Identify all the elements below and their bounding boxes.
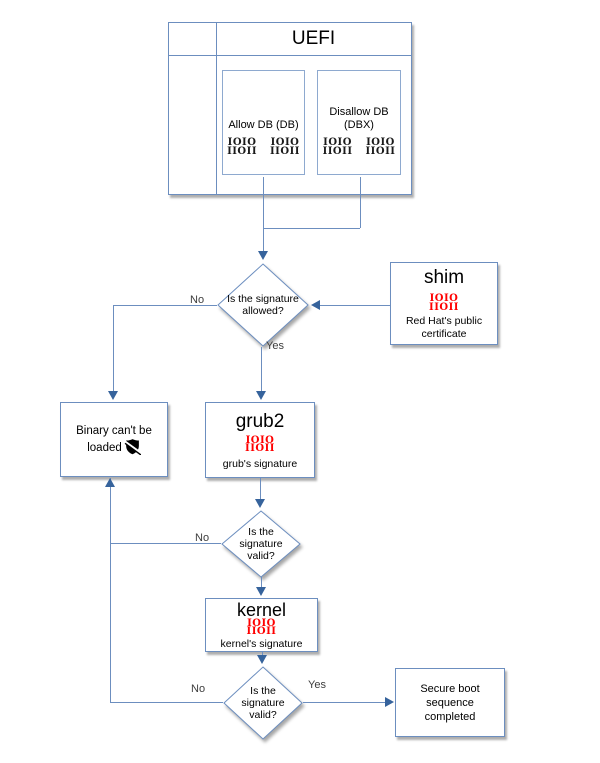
diamond-shape [223, 666, 303, 740]
binary-line: IIOII [270, 145, 300, 157]
binary-signature-glyph: IOIO IIOII [365, 137, 396, 157]
label-no-allowed: No [190, 294, 205, 306]
decision-question: Is the signature valid? [241, 685, 285, 721]
edge-no2-horizontal [110, 543, 221, 544]
grub2-caption: grub's signature [222, 457, 298, 470]
arrowhead-into-binary-box-bottom [105, 478, 115, 487]
arrowhead-into-decision-valid1 [255, 499, 265, 508]
edge-no1-vertical [113, 305, 114, 391]
arrowhead-into-completed [385, 697, 394, 707]
edge-disallowdb-down [360, 177, 361, 228]
uefi-title: UEFI [291, 28, 336, 49]
shim-box: shim IOIO IIOII Red Hat's public certifi… [390, 262, 498, 345]
decision-signature-valid-1: Is the signature valid? [221, 510, 301, 578]
edge-yes3-horizontal [303, 702, 385, 703]
grub2-title: grub2 [235, 410, 285, 432]
uefi-title-divider [169, 55, 411, 56]
binary-line: IOIO [227, 137, 257, 148]
binary-line: IIOII [246, 626, 277, 637]
binary-line: IOIO [429, 293, 459, 304]
arrowhead-into-decision-allowed [258, 251, 268, 260]
binary-signature-glyph-red: IOIO IIOII [245, 434, 275, 454]
binary-signature-glyph-red: IOIO IIOII [246, 617, 277, 637]
arrowhead-shim-to-decision [311, 300, 320, 310]
edge-no-rail-vertical [110, 478, 111, 703]
shim-title: shim [423, 267, 465, 288]
shield-disabled-icon [122, 439, 142, 456]
binary-line: IOIO [247, 617, 276, 629]
edge-kernel-to-decision [262, 652, 263, 655]
kernel-title: kernel [236, 599, 287, 620]
binary-line: IIOII [245, 443, 275, 454]
edge-merge-horizontal [263, 228, 360, 229]
binary-cant-be-loaded-text: Binary can't be loaded [66, 424, 162, 456]
decision-question: Is the signature valid? [239, 526, 283, 562]
allow-db-label: Allow DB (DB) [228, 119, 299, 131]
binary-line: IOIO [323, 137, 352, 148]
decision-question: Is the signature allowed? [227, 293, 299, 317]
binary-signature-glyph: IOIO IIOII [270, 137, 300, 157]
edge-valid1-to-kernel [261, 577, 262, 587]
disallow-db-label: Disallow DB (DBX) [329, 106, 389, 131]
binary-signature-glyph-red: IOIO IIOII [429, 293, 459, 313]
binary-line: IIOII [429, 301, 459, 313]
edge-shim-to-decision [320, 305, 390, 306]
allow-db-box: Allow DB (DB) IOIO IIOII IOIO IIOII [222, 70, 305, 175]
disallow-db-signatures: IOIO IIOII IOIO IIOII [322, 137, 396, 157]
label-no-valid2: No [191, 683, 206, 695]
edge-no1-horizontal [113, 305, 217, 306]
edge-yes1-vertical [261, 347, 262, 391]
binary-cant-be-loaded-label: Binary can't be loaded [76, 425, 152, 454]
binary-line: IOIO [270, 137, 300, 148]
diamond-shape [217, 263, 309, 347]
kernel-caption: kernel's signature [220, 637, 303, 650]
decision-signature-allowed: Is the signature allowed? [217, 263, 309, 347]
kernel-box: kernel IOIO IIOII kernel's signature [205, 598, 318, 652]
binary-line: IOIO [366, 137, 395, 148]
binary-cant-be-loaded-box: Binary can't be loaded [60, 402, 168, 477]
allow-db-signatures: IOIO IIOII IOIO IIOII [227, 137, 300, 157]
disallow-db-box: Disallow DB (DBX) IOIO IIOII IOIO IIOII [317, 70, 401, 175]
arrowhead-into-kernel [256, 587, 266, 596]
secure-boot-completed-label: Secure boot sequence completed [420, 682, 480, 723]
label-no-valid1: No [195, 532, 210, 544]
binary-signature-glyph: IOIO IIOII [322, 137, 353, 157]
uefi-left-divider [216, 23, 217, 194]
grub2-box: grub2 IOIO IIOII grub's signature [205, 402, 315, 478]
uefi-container: UEFI Allow DB (DB) IOIO IIOII IOIO IIOII… [168, 22, 412, 195]
binary-line: IIOII [322, 145, 353, 157]
edge-allowdb-down [263, 177, 264, 251]
edge-grub2-to-decision [260, 478, 261, 499]
arrowhead-into-decision-valid2 [257, 655, 267, 664]
shim-caption: Red Hat's public certificate [405, 315, 483, 340]
binary-line: IIOII [227, 145, 257, 157]
secure-boot-completed-box: Secure boot sequence completed [395, 668, 505, 737]
binary-line: IOIO [245, 434, 275, 446]
binary-line: IIOII [365, 145, 396, 157]
edge-no3-horizontal [110, 702, 223, 703]
label-yes-valid2: Yes [308, 679, 326, 691]
label-yes-allowed: Yes [266, 340, 284, 352]
binary-signature-glyph: IOIO IIOII [227, 137, 257, 157]
arrowhead-into-binary-box-top [108, 391, 118, 400]
arrowhead-into-grub2 [256, 391, 266, 400]
decision-signature-valid-2: Is the signature valid? [223, 666, 303, 740]
